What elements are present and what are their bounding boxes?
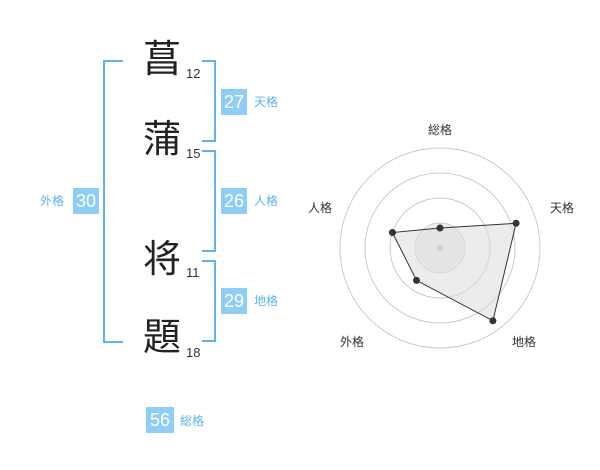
radar-center-dot	[437, 245, 443, 251]
name-char-1: 菖	[143, 37, 182, 81]
jinkaku-bracket	[202, 150, 216, 252]
radar-grid-ring-4	[339, 147, 541, 349]
stroke-count-4: 18	[186, 345, 201, 360]
radar-grid-ring-3	[364, 172, 516, 324]
radar-point-天格	[512, 219, 520, 227]
radar-point-総格	[436, 224, 444, 232]
name-char-3: 将	[143, 237, 182, 281]
radar-point-人格	[388, 229, 396, 237]
radar-chart: 総格 天格 地格 外格 人格	[300, 110, 600, 380]
gaikaku-value-badge: 30	[73, 188, 99, 214]
soukaku-value-badge: 56	[146, 407, 174, 433]
radar-point-地格	[489, 317, 497, 325]
stroke-count-1: 12	[186, 66, 201, 81]
radar-point-外格	[412, 276, 420, 284]
chikaku-bracket	[202, 260, 216, 342]
radar-data-polygon	[391, 222, 517, 322]
name-char-2: 蒲	[143, 117, 182, 161]
tenkaku-label: 天格	[254, 95, 279, 109]
name-char-4: 題	[143, 315, 182, 359]
jinkaku-label: 人格	[254, 194, 279, 208]
jinkaku-value-badge: 26	[221, 188, 247, 214]
soukaku-label: 総格	[180, 414, 205, 428]
gaikaku-bracket	[103, 60, 123, 343]
radar-axis-label-soukaku: 総格	[428, 123, 453, 137]
radar-axis-label-jinkaku: 人格	[308, 201, 333, 215]
radar-chart-svg	[339, 147, 541, 349]
radar-axis-label-chikaku: 地格	[512, 335, 537, 349]
stroke-count-2: 15	[186, 146, 201, 161]
radar-axis-label-gaikaku: 外格	[340, 335, 365, 349]
stroke-count-3: 11	[186, 265, 200, 280]
chikaku-value-badge: 29	[221, 288, 247, 314]
gaikaku-label: 外格	[40, 194, 65, 208]
radar-axis-label-tenkaku: 天格	[550, 201, 575, 215]
chikaku-label: 地格	[254, 294, 279, 308]
tenkaku-bracket	[202, 60, 216, 142]
tenkaku-value-badge: 27	[221, 89, 247, 115]
